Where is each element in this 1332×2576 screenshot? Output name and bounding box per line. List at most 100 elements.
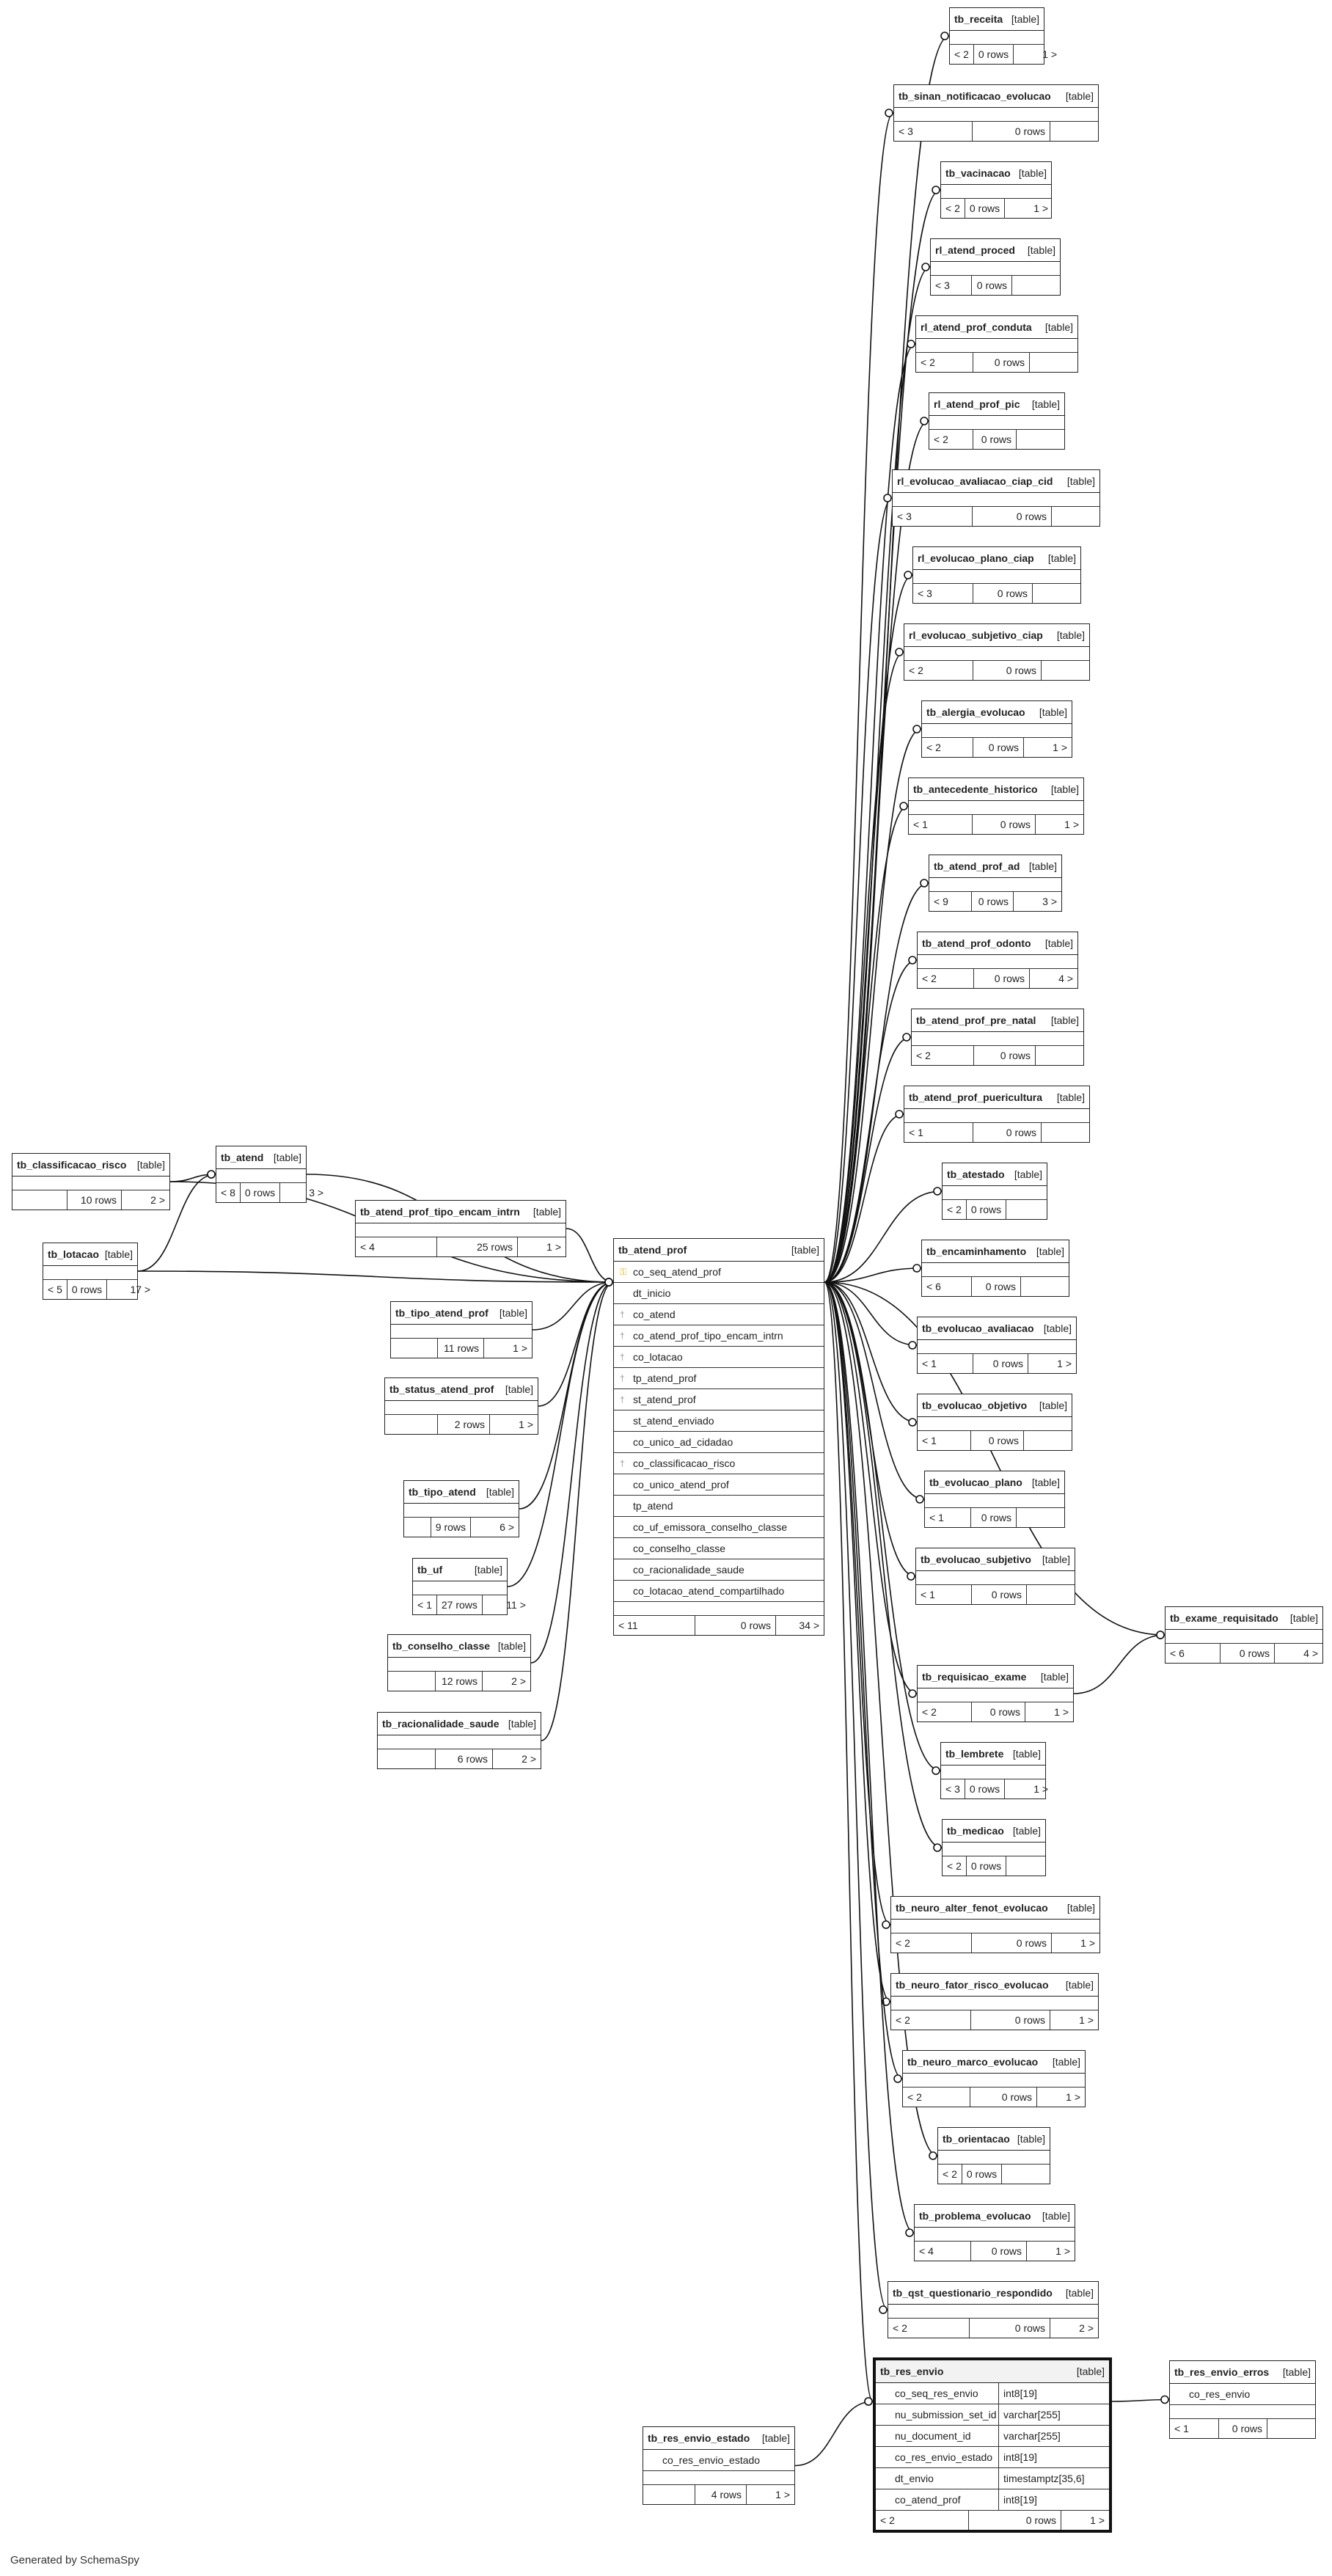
- parents-link[interactable]: [388, 1672, 435, 1691]
- column-row[interactable]: co_conselho_classe: [614, 1538, 824, 1559]
- column-row[interactable]: †st_atend_prof: [614, 1389, 824, 1410]
- table-tb-atend-prof-tipo-encam-intrn[interactable]: tb_atend_prof_tipo_encam_intrn[table]< 4…: [355, 1200, 566, 1257]
- table-name[interactable]: tb_evolucao_plano: [929, 1477, 1022, 1488]
- children-link[interactable]: 1 >: [1013, 45, 1061, 64]
- parents-link[interactable]: < 4: [360, 1241, 375, 1253]
- table-name[interactable]: tb_res_envio_erros: [1174, 2366, 1270, 2378]
- children-link[interactable]: 2 >: [482, 1672, 530, 1691]
- children-link[interactable]: 2 >: [121, 1190, 169, 1210]
- children-link[interactable]: 2 >: [1050, 2319, 1098, 2338]
- column-row[interactable]: co_racionalidade_saude: [614, 1559, 824, 1581]
- parents-link[interactable]: < 1: [913, 819, 928, 830]
- parents-link[interactable]: < 2: [893, 2322, 907, 2334]
- table-name[interactable]: tb_antecedente_historico: [913, 783, 1038, 795]
- parents-link[interactable]: < 2: [954, 48, 969, 60]
- table-name[interactable]: tb_atend_prof_puericultura: [909, 1091, 1043, 1103]
- table-name[interactable]: tb_evolucao_objetivo: [922, 1399, 1028, 1411]
- parents-link[interactable]: < 2: [934, 433, 948, 445]
- table-name[interactable]: tb_lembrete: [945, 1748, 1004, 1760]
- children-link[interactable]: 1 >: [517, 1237, 566, 1256]
- parents-link[interactable]: < 9: [934, 896, 948, 907]
- parents-link[interactable]: < 2: [947, 1204, 962, 1215]
- children-link[interactable]: 1 >: [1026, 2242, 1075, 2261]
- parents-link[interactable]: < 2: [896, 2014, 910, 2026]
- column-row[interactable]: tp_atend: [614, 1496, 824, 1517]
- parents-link[interactable]: < 2: [947, 1860, 962, 1872]
- children-link[interactable]: [1026, 1585, 1075, 1604]
- parents-link[interactable]: < 8: [221, 1187, 235, 1199]
- children-link[interactable]: 1 >: [1050, 2010, 1098, 2030]
- table-name[interactable]: rl_evolucao_plano_ciap: [918, 552, 1034, 564]
- table-name[interactable]: tb_tipo_atend: [409, 1486, 476, 1498]
- column-row[interactable]: co_lotacao_atend_compartilhado: [614, 1581, 824, 1602]
- column-row[interactable]: co_unico_ad_cidadao: [614, 1432, 824, 1453]
- parents-link[interactable]: < 11: [618, 1620, 638, 1631]
- parents-link[interactable]: < 1: [929, 1512, 944, 1523]
- parents-link[interactable]: [385, 1415, 437, 1434]
- table-name[interactable]: tb_orientacao: [943, 2133, 1010, 2145]
- parents-link[interactable]: [12, 1190, 67, 1210]
- parents-link[interactable]: < 2: [926, 742, 941, 753]
- parents-link[interactable]: < 4: [919, 2245, 934, 2257]
- parents-link[interactable]: [404, 1518, 431, 1537]
- parents-link[interactable]: < 2: [896, 1937, 910, 1949]
- children-link[interactable]: [1267, 2419, 1315, 2438]
- children-link[interactable]: 1 >: [483, 1339, 532, 1358]
- parents-link[interactable]: < 3: [899, 125, 913, 137]
- children-link[interactable]: 1 >: [1061, 2511, 1109, 2530]
- table-name[interactable]: tb_encaminhamento: [926, 1245, 1027, 1257]
- parents-link[interactable]: < 2: [921, 356, 935, 368]
- parents-link[interactable]: < 2: [880, 2514, 895, 2526]
- parents-link[interactable]: [391, 1339, 437, 1358]
- children-link[interactable]: [1023, 1431, 1072, 1450]
- children-link[interactable]: 17 >: [106, 1280, 155, 1299]
- table-name[interactable]: tb_atend: [221, 1152, 264, 1163]
- children-link[interactable]: [1032, 584, 1080, 603]
- parents-link[interactable]: < 2: [945, 202, 960, 214]
- parents-link[interactable]: < 3: [945, 1783, 960, 1795]
- parents-link[interactable]: < 1: [921, 1589, 935, 1600]
- table-name[interactable]: tb_exame_requisitado: [1170, 1612, 1278, 1624]
- parents-link[interactable]: < 2: [922, 973, 937, 984]
- table-name[interactable]: rl_atend_prof_conduta: [921, 321, 1032, 333]
- children-link[interactable]: [1020, 1277, 1069, 1296]
- table-name[interactable]: tb_atestado: [947, 1168, 1005, 1180]
- parents-link[interactable]: < 3: [935, 279, 950, 291]
- children-link[interactable]: 1 >: [1025, 1702, 1073, 1721]
- children-link[interactable]: [1035, 1046, 1083, 1065]
- parents-link[interactable]: < 1: [1174, 2423, 1189, 2434]
- children-link[interactable]: 1 >: [1036, 2087, 1085, 2107]
- table-name[interactable]: tb_tipo_atend_prof: [395, 1307, 488, 1319]
- table-name[interactable]: tb_requisicao_exame: [922, 1671, 1027, 1683]
- table-name[interactable]: tb_lotacao: [48, 1248, 100, 1260]
- table-rl-evolucao-avaliacao-ciap-cid[interactable]: rl_evolucao_avaliacao_ciap_cid[table]< 3…: [892, 469, 1100, 527]
- table-name[interactable]: rl_evolucao_subjetivo_ciap: [909, 629, 1043, 641]
- table-name[interactable]: tb_neuro_alter_fenot_evolucao: [896, 1902, 1048, 1914]
- table-name[interactable]: tb_qst_questionario_respondido: [893, 2287, 1053, 2299]
- column-row[interactable]: co_res_envio: [1170, 2384, 1315, 2405]
- parents-link[interactable]: [643, 2485, 695, 2504]
- table-name[interactable]: tb_racionalidade_saude: [382, 1718, 500, 1730]
